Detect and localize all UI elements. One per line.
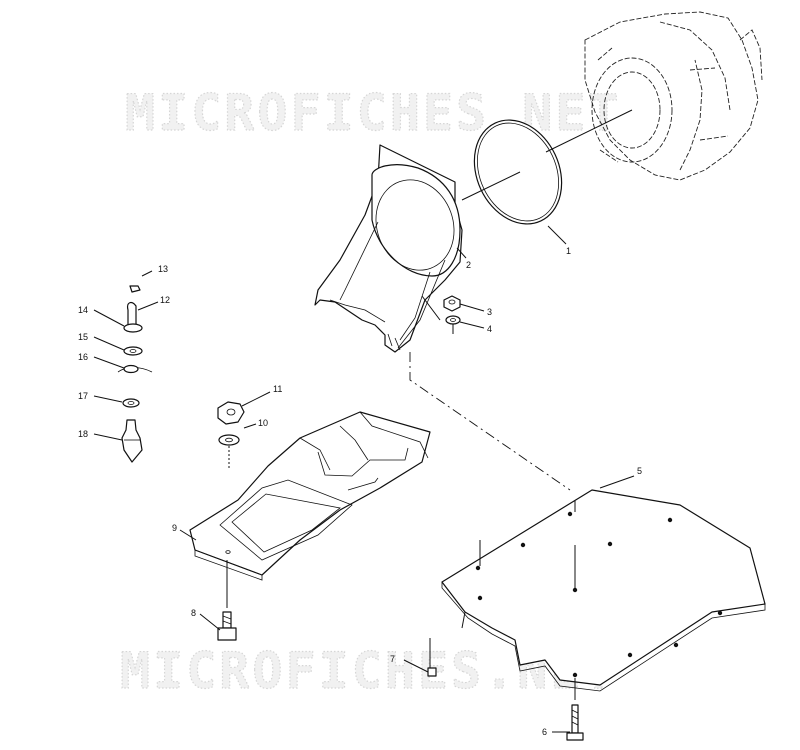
hose-12 bbox=[127, 301, 137, 327]
engine-housing bbox=[584, 11, 763, 181]
nut-11 bbox=[217, 401, 245, 425]
callout-6: 6 bbox=[542, 727, 547, 737]
stud-line bbox=[421, 295, 441, 321]
nut-3 bbox=[443, 295, 461, 312]
screw-7 bbox=[427, 638, 437, 677]
fitting-18 bbox=[121, 419, 143, 463]
callout-17: 17 bbox=[78, 391, 88, 401]
washer-10 bbox=[218, 434, 240, 446]
callout-11: 11 bbox=[273, 384, 282, 394]
callout-15: 15 bbox=[78, 332, 88, 342]
screw-6 bbox=[566, 704, 584, 741]
callout-14: 14 bbox=[78, 305, 88, 315]
callout-1: 1 bbox=[566, 246, 571, 256]
callout-8: 8 bbox=[191, 608, 196, 618]
callout-10: 10 bbox=[258, 418, 268, 428]
callout-13: 13 bbox=[158, 264, 168, 274]
callout-3: 3 bbox=[487, 307, 492, 317]
watermark-top: MICROFICHES.NET bbox=[125, 84, 622, 142]
callout-18: 18 bbox=[78, 429, 88, 439]
bolt-8 bbox=[217, 560, 237, 641]
callout-2: 2 bbox=[466, 260, 471, 270]
callout-12: 12 bbox=[160, 295, 170, 305]
leader-lines bbox=[93, 225, 635, 733]
skid-plate bbox=[441, 489, 766, 700]
assembly-line bbox=[409, 352, 571, 491]
intake-adapter bbox=[314, 144, 463, 353]
callout-9: 9 bbox=[172, 523, 177, 533]
washer-14 bbox=[123, 323, 143, 333]
callout-16: 16 bbox=[78, 352, 88, 362]
grate-base bbox=[189, 411, 431, 581]
o-ring bbox=[473, 119, 563, 225]
skid-plate-holes bbox=[475, 511, 723, 678]
washer-4 bbox=[445, 315, 461, 334]
fitting-stack bbox=[117, 285, 153, 463]
washer-15 bbox=[123, 346, 143, 356]
washer-17 bbox=[122, 398, 140, 408]
callout-7: 7 bbox=[390, 654, 395, 664]
clip-13 bbox=[129, 285, 141, 293]
callout-5: 5 bbox=[637, 466, 642, 476]
callout-4: 4 bbox=[487, 324, 492, 334]
callout-labels: 1 2 3 4 5 6 7 8 9 10 11 12 13 14 15 16 1… bbox=[78, 246, 642, 737]
